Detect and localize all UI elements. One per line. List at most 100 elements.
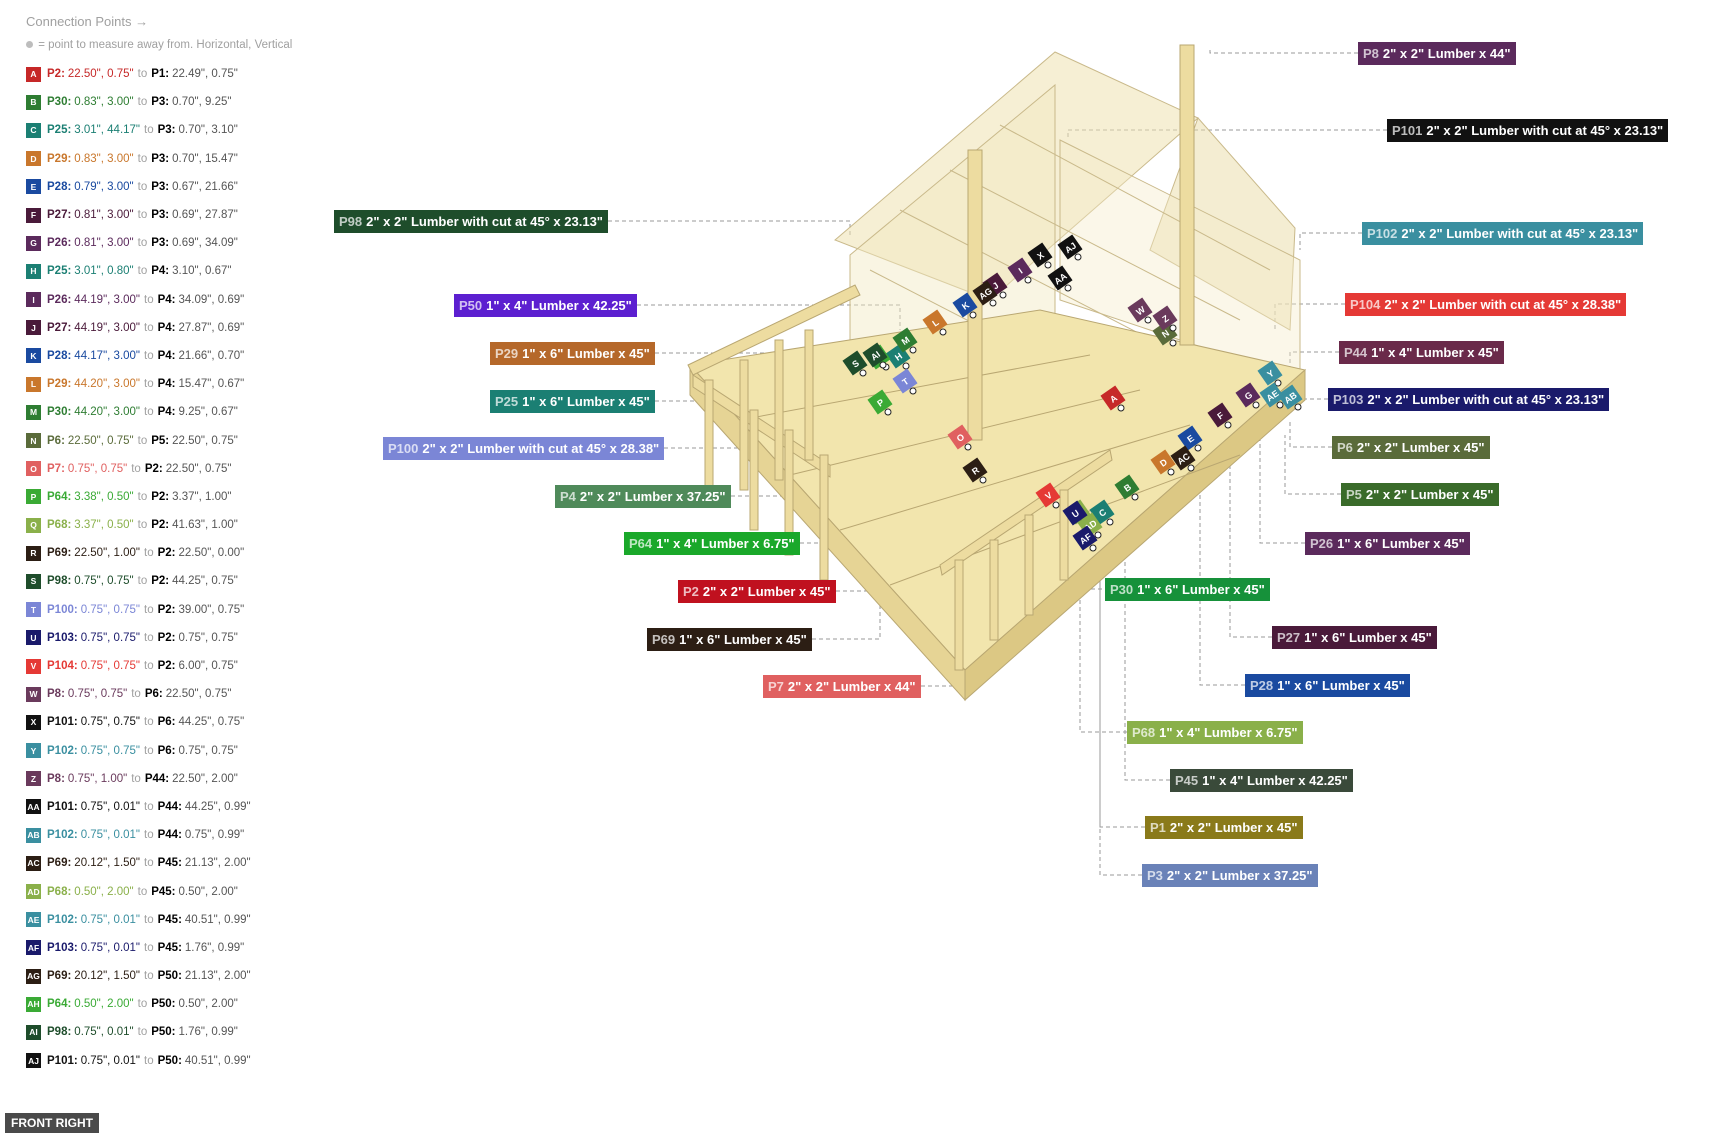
to-word: to (144, 631, 154, 644)
connection-marker: G (1235, 382, 1261, 408)
part-description: 1" x 4" Lumber x 45" (1371, 345, 1499, 360)
connection-points-title[interactable]: Connection Points → (26, 14, 149, 29)
part-id: P28 (1250, 678, 1274, 693)
leader-line (1284, 435, 1341, 495)
to-word: to (144, 744, 154, 757)
value-to: 0.70", 3.10" (178, 124, 238, 137)
connection-dot (1294, 403, 1302, 411)
to-word: to (144, 293, 154, 306)
connection-dot (909, 387, 917, 395)
leader-line (836, 560, 891, 592)
view-label[interactable]: FRONT RIGHT (5, 1113, 99, 1133)
part-description: 2" x 2" Lumber with cut at 45° x 28.38" (422, 441, 660, 456)
connection-marker: R (962, 457, 988, 483)
value-to: 44.25", 0.75" (172, 575, 238, 588)
part-to: P3: (151, 237, 170, 250)
part-to: P4: (151, 265, 170, 278)
leader-line (1289, 420, 1332, 448)
part-id: P102 (1367, 226, 1398, 241)
part-from: P28: (47, 349, 72, 362)
part-from: P104: (47, 660, 78, 673)
leader-line (1229, 440, 1272, 638)
part-to: P6: (144, 688, 163, 701)
part-to: P2: (151, 490, 170, 503)
part-to: P50: (157, 1054, 182, 1067)
connection-dot (1064, 284, 1072, 292)
connection-tag: C (26, 122, 41, 138)
value-to: 39.00", 0.75" (178, 603, 245, 616)
connection-marker-text: I (1017, 266, 1025, 276)
part-from: P2: (47, 68, 65, 81)
value-to: 1.76", 0.99" (184, 941, 245, 954)
part-id: P100 (388, 441, 419, 456)
connection-tag: AF (26, 940, 41, 956)
part-id: P8 (1363, 46, 1379, 61)
connection-tag: A (26, 66, 41, 82)
value-to: 1.76", 0.99" (178, 1026, 238, 1039)
part-description: 2" x 2" Lumber x 37.25" (1166, 868, 1313, 883)
